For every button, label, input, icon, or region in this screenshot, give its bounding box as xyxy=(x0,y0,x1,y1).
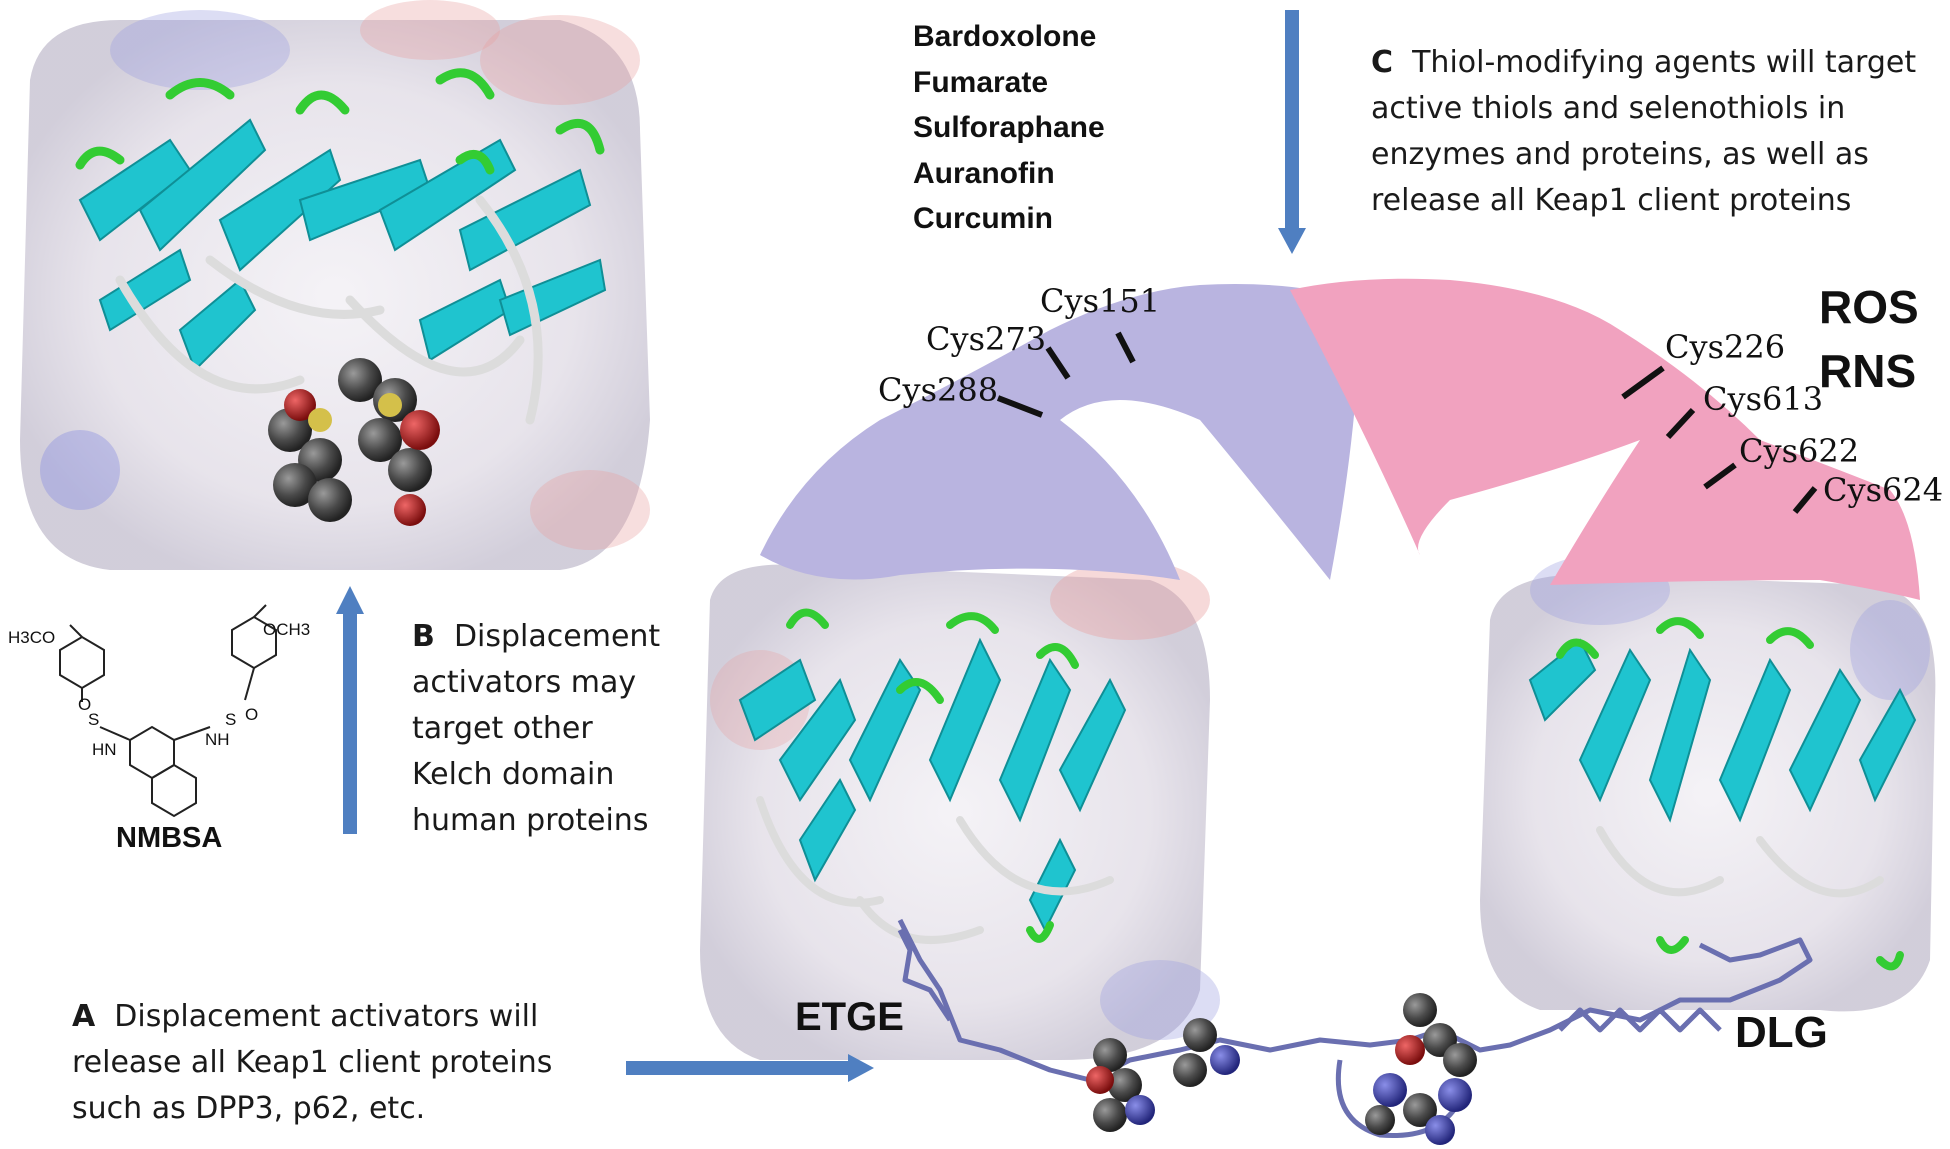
nmbsa-label-o-left: O xyxy=(78,695,92,714)
panel-c-line: enzymes and proteins, as well as xyxy=(1371,137,1869,172)
nmbsa-label-s-left: S xyxy=(88,710,100,729)
arrow-top xyxy=(1278,10,1306,254)
panel-c-line: Thiol-modifying agents will target xyxy=(1412,45,1917,80)
panel-b-letter: B xyxy=(412,619,435,654)
panel-b-line: human proteins xyxy=(412,803,649,838)
cys622-label: Cys622 xyxy=(1739,432,1860,470)
panel-a-letter: A xyxy=(72,999,96,1034)
panel-c-text: C Thiol-modifying agents will target act… xyxy=(1371,40,1941,224)
panel-b-line: target other xyxy=(412,711,593,746)
nmbsa-structure xyxy=(59,604,277,818)
panel-a-line: release all Keap1 client proteins xyxy=(72,1045,553,1080)
nmbsa-name: NMBSA xyxy=(116,822,223,854)
panel-b-line: Kelch domain xyxy=(412,757,615,792)
panel-a-text: A Displacement activators will release a… xyxy=(72,994,592,1132)
panel-b-line: activators may xyxy=(412,665,637,700)
panel-c-line: release all Keap1 client proteins xyxy=(1371,183,1852,218)
arrow-a-right xyxy=(626,1054,874,1082)
nrf2-spheres xyxy=(1086,993,1477,1145)
compound-item: Bardoxolone xyxy=(913,20,1097,53)
arrow-b-up xyxy=(336,586,364,834)
ivr-region-pink xyxy=(1290,278,1920,600)
kelch-structure-etge xyxy=(700,560,1220,1060)
compound-item: Auranofin xyxy=(913,156,1055,190)
nmbsa-label-h3co: H3CO xyxy=(8,628,56,647)
etge-label: ETGE xyxy=(795,995,904,1039)
cys288-label: Cys288 xyxy=(878,371,999,409)
nmbsa-label-och3: OCH3 xyxy=(263,620,311,639)
compound-item: Fumarate xyxy=(913,65,1049,99)
cysteine-markers xyxy=(996,331,1818,514)
compound-list: Bardoxolone Fumarate Sulforaphane Aurano… xyxy=(913,14,1105,242)
compound-item: Curcumin xyxy=(913,202,1054,235)
cys226-label: Cys226 xyxy=(1665,328,1786,366)
panel-c-letter: C xyxy=(1371,45,1394,80)
cys151-label: Cys151 xyxy=(1040,282,1161,320)
cys613-label: Cys613 xyxy=(1703,380,1824,418)
nmbsa-label-nh: NH xyxy=(205,730,230,749)
nmbsa-label-hn: HN xyxy=(92,740,117,759)
kelch-structure-dlg xyxy=(1480,555,1936,1012)
panel-a-line: such as DPP3, p62, etc. xyxy=(72,1091,426,1126)
nmbsa-label-s-right: S xyxy=(225,710,237,729)
nmbsa-label-o-right: O xyxy=(245,705,259,724)
cys273-label: Cys273 xyxy=(926,320,1047,358)
dlg-label: DLG xyxy=(1735,1008,1828,1057)
cys624-label: Cys624 xyxy=(1823,471,1944,509)
panel-b-text: B Displacement activators may target oth… xyxy=(412,614,682,844)
panel-a-line: Displacement activators will xyxy=(114,999,539,1034)
ros-label: ROS xyxy=(1819,281,1919,333)
rns-label: RNS xyxy=(1819,345,1917,397)
ligand-spheres xyxy=(268,358,440,526)
compound-item: Sulforaphane xyxy=(913,111,1105,144)
ivr-region-lilac xyxy=(760,284,1360,580)
kelch-structure-top xyxy=(20,0,650,570)
panel-c-line: active thiols and selenothiols in xyxy=(1371,91,1846,126)
panel-b-line: Displacement xyxy=(453,619,661,654)
